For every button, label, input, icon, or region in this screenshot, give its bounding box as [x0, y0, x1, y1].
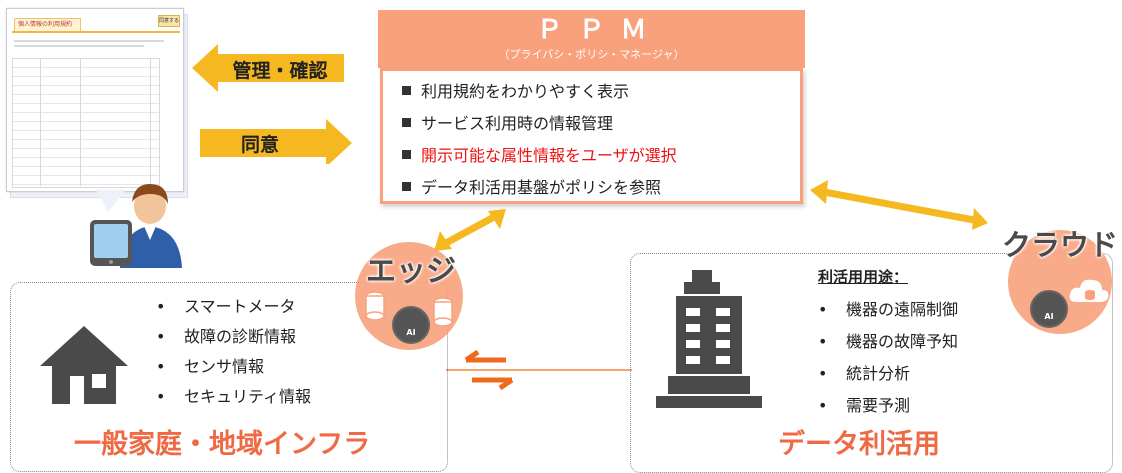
policy-form-agree-button: 同意する: [158, 15, 180, 27]
exchange-arrows-icon: [446, 349, 632, 391]
policy-form-table: [12, 58, 160, 188]
ppm-subtitle: （プライバシ・ポリシ・マネージャ）: [498, 48, 685, 61]
user-tablet-icon: [90, 184, 182, 268]
arrows-group: [192, 44, 352, 164]
ppm-body: [380, 68, 803, 204]
ppm-cloud-double-arrow: [810, 180, 988, 230]
ppm-item-highlighted: 開示可能な属性情報をユーザが選択: [402, 142, 677, 166]
square-bullet-icon: [402, 118, 411, 127]
home-region-title: 一般家庭・地域インフラ: [74, 429, 371, 460]
usage-list: •機器の遠隔制御 •機器の故障予知 •統計分析 •需要予測: [818, 296, 958, 424]
square-bullet-icon: [402, 182, 411, 191]
cloud-label: クラウド: [1002, 228, 1119, 262]
square-bullet-icon: [402, 150, 411, 159]
list-item: •機器の遠隔制御: [818, 300, 959, 319]
edge-ai-icon: AI: [392, 306, 430, 344]
policy-form-table-divider: [80, 58, 81, 186]
policy-form-text-line: [14, 40, 164, 42]
square-bullet-icon: [402, 86, 411, 95]
speech-bubble-tail: [96, 190, 126, 212]
consent-arrow: [200, 119, 352, 164]
list-item: •統計分析: [818, 364, 911, 383]
ppm-edge-double-arrow: [434, 209, 506, 251]
policy-form-text-line: [14, 45, 144, 47]
manage-confirm-label: 管理・確認: [232, 60, 328, 82]
ppm-item: 利用規約をわかりやすく表示: [402, 78, 629, 102]
policy-form-table-divider: [150, 58, 151, 186]
cloud-storage-icon: [1069, 279, 1109, 302]
home-data-list: •スマートメータ •故障の診断情報 •センサ情報 •セキュリティ情報: [156, 293, 311, 413]
edge-label: エッジ: [366, 254, 456, 289]
list-item: •需要予測: [818, 396, 911, 415]
list-item: •スマートメータ: [156, 297, 296, 316]
manage-confirm-arrow: [192, 44, 344, 92]
ppm-title: ＰＰＭ: [536, 15, 663, 45]
policy-form-header-rule: [12, 31, 180, 33]
list-item: •セキュリティ情報: [156, 387, 312, 406]
ppm-item: サービス利用時の情報管理: [402, 110, 613, 134]
list-item: •故障の診断情報: [156, 327, 297, 346]
consent-label: 同意: [240, 134, 279, 156]
cloud-ai-icon: AI: [1030, 290, 1068, 328]
list-item: •機器の故障予知: [818, 332, 959, 351]
house-icon: [40, 326, 128, 404]
database-icon: [365, 291, 453, 327]
ppm-item: データ利活用基盤がポリシを参照: [402, 174, 661, 198]
policy-form-tab: 個人情報の利用規約: [14, 18, 81, 32]
ppm-header: [378, 10, 805, 68]
building-icon: [656, 270, 762, 408]
list-item: •センサ情報: [156, 357, 265, 376]
policy-form-table-divider: [40, 58, 41, 186]
usage-title: 利活用用途：: [818, 268, 909, 286]
data-region-title: データ利活用: [778, 429, 940, 460]
